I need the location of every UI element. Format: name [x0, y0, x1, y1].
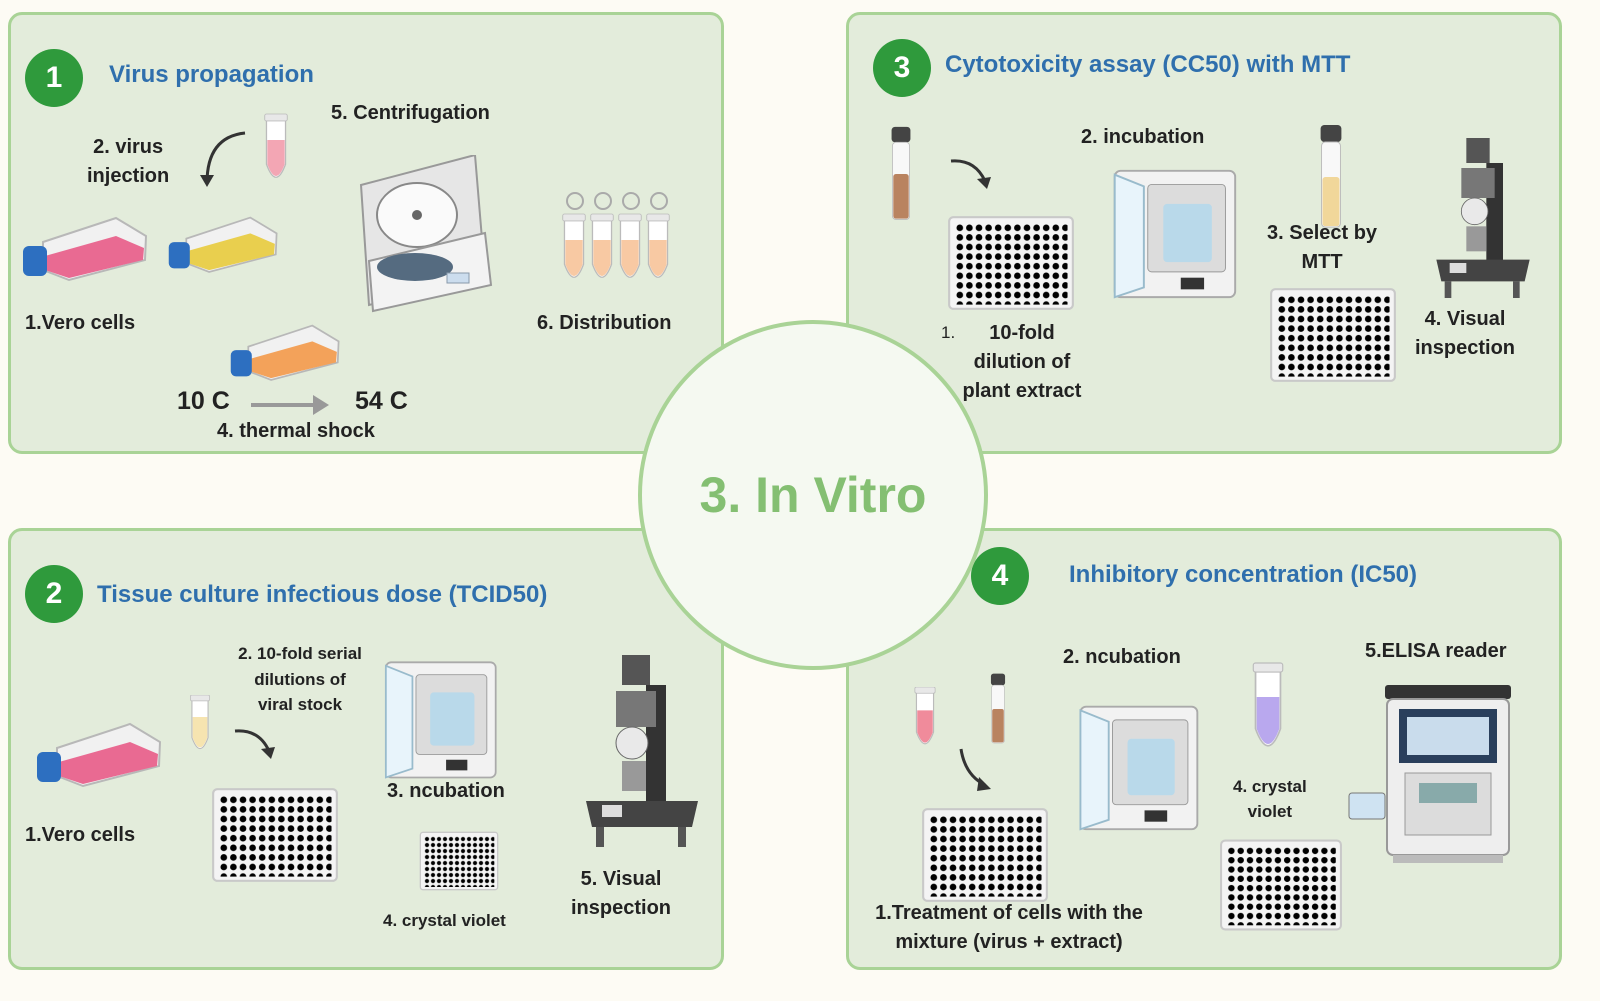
panel-title: Cytotoxicity assay (CC50) with MTT — [945, 51, 1351, 78]
label-incubation: 3. ncubation — [387, 780, 505, 802]
label-treatment: 1.Treatment of cells with the mixture (v… — [875, 902, 1143, 953]
vial-icon — [889, 121, 913, 227]
curved-arrow-icon — [200, 131, 246, 187]
tube-icon — [913, 687, 937, 757]
curved-arrow-icon — [234, 729, 275, 759]
step-badge: 3 — [873, 39, 931, 97]
tube-icon — [263, 113, 289, 193]
label-temp-to: 54 C — [355, 387, 408, 415]
curved-arrow-icon — [959, 748, 991, 791]
incubator-icon — [1071, 701, 1203, 833]
step-badge: 1 — [25, 49, 83, 107]
panel-tcid50: 2 Tissue culture infectious dose (TCID50… — [8, 528, 724, 970]
microscope-icon — [1433, 125, 1533, 311]
vial-icon — [989, 669, 1007, 749]
flask-icon — [35, 717, 165, 789]
panel-title: Tissue culture infectious dose (TCID50) — [97, 581, 548, 608]
label-elisa-reader: 5.ELISA reader — [1365, 640, 1507, 662]
panel-virus-propagation: 1 Virus propagation 2. virus injection 5… — [8, 12, 724, 454]
arrow-right-icon — [251, 395, 329, 415]
step-badge: 4 — [971, 547, 1029, 605]
label-select-mtt: 3. Select by MTT — [1267, 222, 1378, 273]
incubator-icon — [1105, 165, 1241, 301]
panel-cytotoxicity: 3 Cytotoxicity assay (CC50) with MTT 2. … — [846, 12, 1562, 454]
label-virus-injection: 2. virus injection — [87, 136, 170, 187]
center-title: 3. In Vitro — [699, 467, 927, 523]
label-step-number: 1. — [941, 323, 956, 342]
incubator-icon — [377, 657, 501, 781]
well-plate-icon — [1219, 837, 1343, 933]
elisa-reader-icon — [1348, 685, 1511, 863]
label-dilution: 10-fold dilution of plant extract — [962, 322, 1082, 402]
vial-icon — [1317, 125, 1345, 229]
label-crystal-violet: 4. crystal violet — [1233, 777, 1307, 821]
flask-icon — [21, 211, 151, 283]
label-vero-cells: 1.Vero cells — [25, 312, 136, 334]
label-crystal-violet: 4. crystal violet — [383, 911, 506, 930]
well-plate-icon — [921, 807, 1049, 903]
well-plate-icon — [385, 831, 533, 891]
label-temp-from: 10 C — [177, 387, 230, 415]
label-thermal-shock: 4. thermal shock — [217, 420, 375, 442]
tube-icon — [189, 695, 211, 761]
tubes-rack-icon — [562, 192, 670, 278]
label-incubation: 2. ncubation — [1063, 646, 1181, 668]
microscope-icon — [577, 651, 707, 851]
tube-icon — [1251, 661, 1285, 767]
flask-icon — [167, 211, 281, 275]
label-visual-inspection: 4. Visual inspection — [1415, 308, 1516, 359]
label-distribution: 6. Distribution — [537, 312, 672, 334]
centrifuge-icon — [359, 155, 493, 313]
label-dilutions: 2. 10-fold serial dilutions of viral sto… — [238, 644, 362, 714]
label-visual-inspection: 5. Visual inspection — [571, 868, 672, 919]
panel-title: Inhibitory concentration (IC50) — [1069, 561, 1418, 588]
panel-title: Virus propagation — [109, 61, 314, 88]
panel-ic50: 4 Inhibitory concentration (IC50) 2. ncu… — [846, 528, 1562, 970]
step-badge: 2 — [25, 565, 83, 623]
center-title-circle: 3. In Vitro — [638, 320, 988, 670]
well-plate-icon — [211, 787, 339, 883]
curved-arrow-icon — [950, 159, 991, 189]
label-incubation: 2. incubation — [1081, 126, 1205, 148]
label-vero-cells: 1.Vero cells — [25, 824, 136, 846]
well-plate-icon — [947, 215, 1075, 311]
flask-icon — [229, 319, 343, 383]
well-plate-icon — [1269, 287, 1397, 383]
label-centrifugation: 5. Centrifugation — [331, 102, 490, 124]
